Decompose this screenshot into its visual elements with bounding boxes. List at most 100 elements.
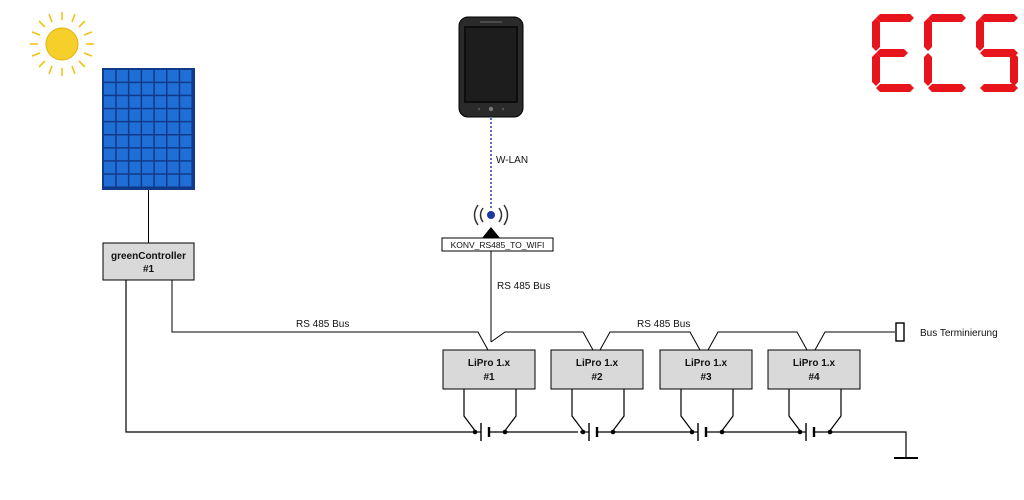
solar-cell <box>104 148 116 161</box>
logo-segment <box>872 18 880 51</box>
solar-cell <box>142 122 154 134</box>
solar-cell <box>104 109 116 121</box>
logo-segment <box>976 18 984 51</box>
logo-segment <box>924 53 932 86</box>
logo-segment <box>980 49 1018 57</box>
junction-dot <box>472 429 478 435</box>
solar-cell <box>104 70 116 82</box>
solar-cell <box>116 70 128 82</box>
solar-cell <box>154 109 166 121</box>
ecs-logo: ECS <box>872 14 1018 92</box>
solar-cell <box>167 148 179 161</box>
logo-segment <box>928 84 966 92</box>
junction-dot <box>689 429 695 435</box>
solar-cell <box>154 70 166 82</box>
termination-label: Bus Terminierung <box>920 328 998 339</box>
wlan-label: W-LAN <box>496 155 528 166</box>
solar-cell <box>129 148 141 161</box>
converter-box <box>441 237 554 252</box>
lipro-number: #1 <box>483 372 495 383</box>
solar-cell <box>104 96 116 108</box>
solar-cell <box>142 161 154 174</box>
solar-cell <box>180 109 192 121</box>
logo-segment <box>924 18 932 51</box>
solar-cell <box>116 174 128 187</box>
logo-segment <box>876 14 914 22</box>
solar-cell <box>142 109 154 121</box>
solar-cell <box>142 70 154 82</box>
lipro-name: LiPro 1.x <box>576 358 619 369</box>
solar-cell <box>167 70 179 82</box>
solar-cell <box>167 96 179 108</box>
solar-cell <box>116 122 128 134</box>
junction-dot <box>580 429 586 435</box>
power-line <box>125 280 918 459</box>
solar-cell <box>104 135 116 148</box>
solar-cell <box>180 148 192 161</box>
solar-cell <box>180 135 192 148</box>
solar-cell <box>154 96 166 108</box>
lipro-number: #4 <box>808 372 820 383</box>
controller-number: #1 <box>143 264 155 275</box>
solar-panel-icon <box>102 68 195 190</box>
solar-cell <box>180 96 192 108</box>
solar-cell <box>180 70 192 82</box>
bus-terminator <box>895 322 905 342</box>
converter-label: KONV_RS485_TO_WIFI <box>451 240 545 250</box>
controller-name: greenController <box>111 251 186 262</box>
logo-segment <box>876 84 914 92</box>
solar-cell <box>167 135 179 148</box>
solar-cell <box>129 83 141 95</box>
solar-cell <box>154 174 166 187</box>
solar-cell <box>154 161 166 174</box>
logo-segment <box>1010 53 1018 86</box>
solar-cell <box>129 161 141 174</box>
solar-cell <box>129 174 141 187</box>
solar-cell <box>129 135 141 148</box>
solar-cell <box>116 148 128 161</box>
solar-cell <box>142 174 154 187</box>
solar-cell <box>142 135 154 148</box>
solar-cell <box>180 83 192 95</box>
solar-cell <box>142 96 154 108</box>
solar-cell <box>154 148 166 161</box>
solar-cell <box>129 96 141 108</box>
sun-icon <box>30 12 94 76</box>
solar-cell <box>180 174 192 187</box>
solar-cell <box>180 161 192 174</box>
lipro-module-1: LiPro 1.x #1 <box>442 349 536 441</box>
smartphone-icon <box>458 16 524 118</box>
lipro-name: LiPro 1.x <box>468 358 511 369</box>
solar-cell <box>180 122 192 134</box>
solar-cell <box>104 122 116 134</box>
solar-cell <box>167 122 179 134</box>
solar-cell <box>129 109 141 121</box>
solar-cell <box>104 174 116 187</box>
logo-segment <box>980 84 1018 92</box>
solar-cell <box>116 135 128 148</box>
solar-cell <box>104 83 116 95</box>
solar-cell <box>116 109 128 121</box>
rs485-label-vertical: RS 485 Bus <box>497 281 550 292</box>
lipro-name: LiPro 1.x <box>793 358 836 369</box>
solar-cell <box>129 70 141 82</box>
rs485-label-left: RS 485 Bus <box>296 319 349 330</box>
solar-cell <box>167 109 179 121</box>
antenna-icon <box>473 204 509 238</box>
solar-cell <box>116 96 128 108</box>
solar-cell <box>129 122 141 134</box>
rs485-label-right: RS 485 Bus <box>637 319 690 330</box>
solar-cell <box>142 83 154 95</box>
green-controller-box: greenController #1 <box>102 242 195 281</box>
solar-cell <box>154 135 166 148</box>
logo-segment <box>872 53 880 86</box>
solar-cell <box>167 174 179 187</box>
solar-cell <box>167 83 179 95</box>
logo-segment <box>876 49 908 57</box>
rs485-bus-lines <box>171 251 895 351</box>
solar-cell <box>142 148 154 161</box>
lipro-name: LiPro 1.x <box>685 358 728 369</box>
lipro-module-4: LiPro 1.x #4 <box>767 349 861 441</box>
logo-segment <box>980 14 1018 22</box>
